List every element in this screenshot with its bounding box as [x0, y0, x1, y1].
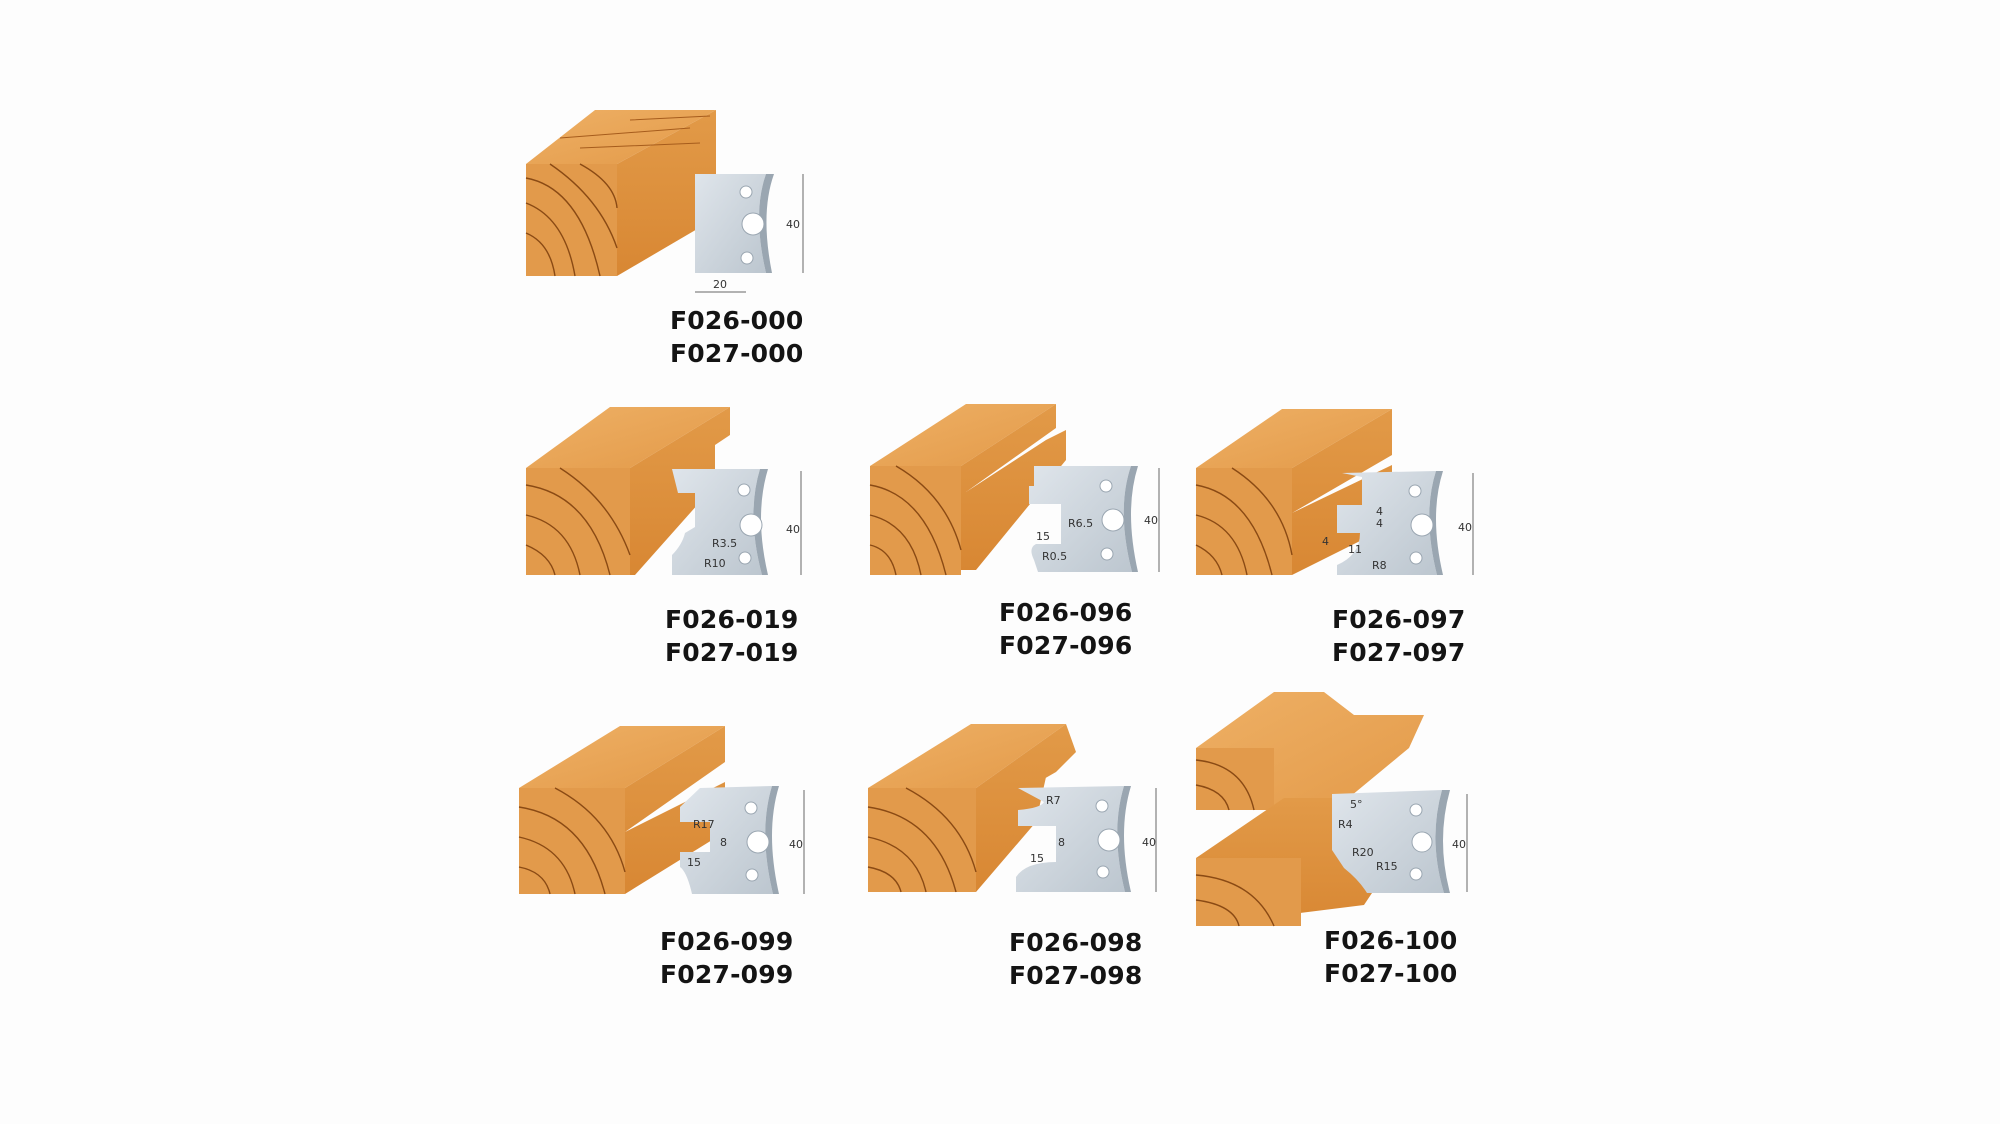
code-f026: F026-000	[670, 306, 804, 335]
wood-block-illustration: 40 5° R4 R20 R15	[1195, 692, 1468, 927]
knife-illustration	[672, 469, 762, 575]
product-codes: F026-096 F027-096	[999, 598, 1133, 660]
svg-text:R3.5: R3.5	[712, 537, 737, 550]
svg-text:40: 40	[786, 523, 800, 536]
svg-text:40: 40	[1144, 514, 1158, 527]
svg-text:R0.5: R0.5	[1042, 550, 1067, 563]
svg-text:15: 15	[1036, 530, 1050, 543]
svg-text:4: 4	[1376, 505, 1383, 518]
product-codes: F026-000 F027-000	[670, 304, 804, 370]
svg-text:40: 40	[1458, 521, 1472, 534]
profile-item-100: 40 5° R4 R20 R15 F026-100 F027-100	[1194, 690, 1494, 990]
product-codes: F026-019 F027-019	[665, 605, 799, 667]
svg-text:R10: R10	[704, 557, 726, 570]
code-f027: F027-000	[670, 339, 804, 368]
knife-illustration	[695, 174, 766, 273]
svg-text:R4: R4	[1338, 818, 1353, 831]
svg-text:R7: R7	[1046, 794, 1061, 807]
svg-text:40: 40	[789, 838, 803, 851]
profile-item-099: 40 R17 8 15 F026-099 F027-099	[515, 722, 815, 992]
svg-text:40: 40	[1142, 836, 1156, 849]
wood-block-illustration: 40 20	[525, 110, 804, 293]
product-codes: F026-098 F027-098	[1009, 928, 1143, 990]
svg-text:R8: R8	[1372, 559, 1387, 572]
profile-item-000: 40 20 F026-000 F027-000	[520, 108, 820, 368]
svg-text:R15: R15	[1376, 860, 1398, 873]
knife-illustration	[1337, 471, 1437, 575]
svg-text:4: 4	[1322, 535, 1329, 548]
dim-width: 20	[713, 278, 727, 291]
wood-block-illustration: 40 R17 8 15	[518, 726, 805, 895]
svg-text:11: 11	[1348, 543, 1362, 556]
dim-height: 40	[786, 218, 800, 231]
wood-block-illustration: 40 R6.5 15 R0.5	[869, 404, 1160, 576]
svg-text:8: 8	[720, 836, 727, 849]
svg-text:15: 15	[1030, 852, 1044, 865]
svg-text:R6.5: R6.5	[1068, 517, 1093, 530]
product-codes: F026-099 F027-099	[660, 927, 794, 989]
knife-illustration	[1029, 466, 1132, 572]
profile-item-019: 40 R3.5 R10 F026-019 F027-019	[520, 405, 820, 675]
svg-text:R17: R17	[693, 818, 715, 831]
svg-text:40: 40	[1452, 838, 1466, 851]
wood-block-illustration: 40 R3.5 R10	[525, 407, 802, 576]
wood-block-illustration: 40 4 4 4 11 R8	[1195, 409, 1474, 576]
wood-block-illustration: 40 R7 8 15	[867, 724, 1157, 893]
svg-text:R20: R20	[1352, 846, 1374, 859]
knife-illustration	[1016, 786, 1125, 892]
product-codes: F026-100 F027-100	[1324, 926, 1458, 988]
svg-text:5°: 5°	[1350, 798, 1363, 811]
svg-text:8: 8	[1058, 836, 1065, 849]
svg-text:15: 15	[687, 856, 701, 869]
profile-item-096: 40 R6.5 15 R0.5 F026-096 F027-096	[866, 400, 1186, 670]
product-codes: F026-097 F027-097	[1332, 605, 1466, 667]
svg-text:4: 4	[1376, 517, 1383, 530]
profile-item-098: 40 R7 8 15 F026-098 F027-098	[866, 722, 1186, 992]
profile-item-097: 40 4 4 4 11 R8 F026-097 F027-097	[1192, 405, 1492, 675]
